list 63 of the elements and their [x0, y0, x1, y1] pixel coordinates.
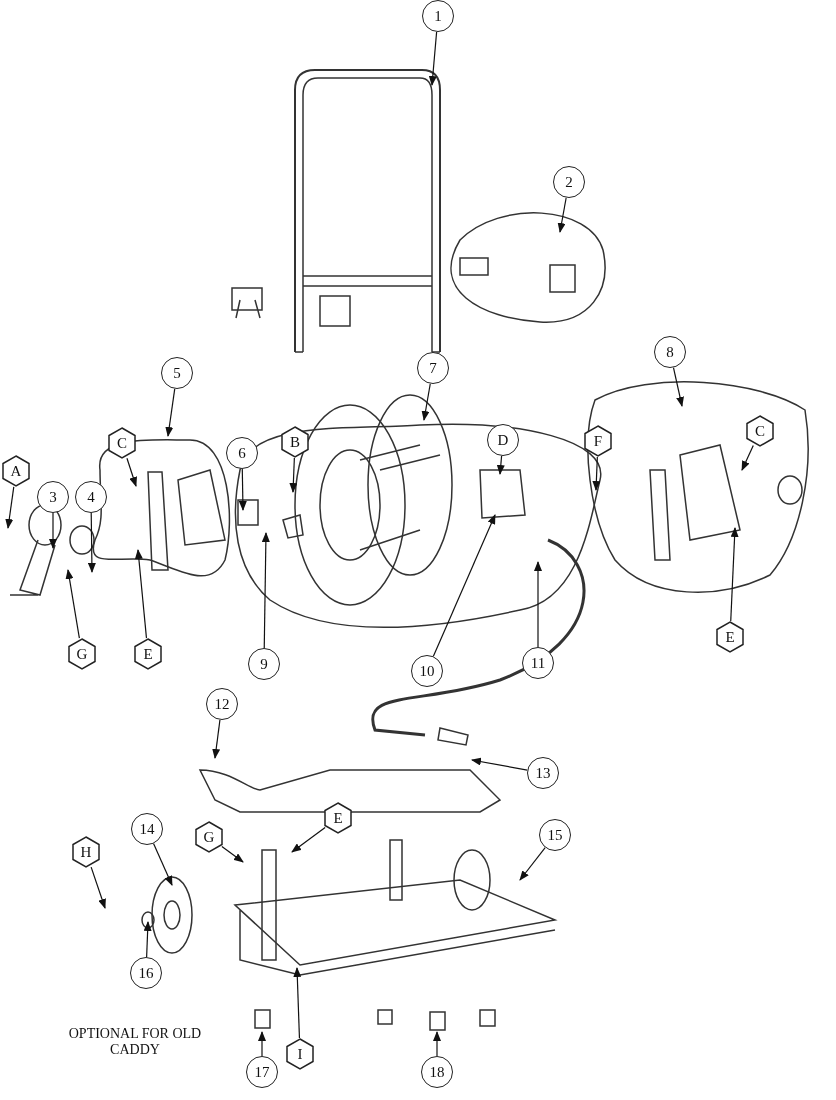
callout-number: 18	[421, 1056, 453, 1088]
leader-line	[49, 512, 57, 549]
hexagon-callout: E	[132, 638, 164, 670]
leader-line	[152, 843, 173, 886]
hexagon-callout: F	[582, 425, 614, 457]
callout-number: 4	[75, 481, 107, 513]
hexagon-callout: G	[66, 638, 98, 670]
callout-number: 9	[248, 648, 280, 680]
hexagon-callout: I	[284, 1038, 316, 1070]
hexagon-callout: A	[0, 455, 32, 487]
leader-line	[126, 457, 137, 487]
note-text: OPTIONAL FOR OLD CADDY	[67, 1026, 203, 1059]
callout-number: 2	[553, 166, 585, 198]
leader-line	[65, 569, 80, 639]
callout-number: 11	[522, 647, 554, 679]
callout-number: D	[487, 424, 519, 456]
callout-number: 8	[654, 336, 686, 368]
callout-number: 14	[131, 813, 163, 845]
leader-line	[221, 845, 244, 863]
leader-line	[519, 847, 546, 881]
leader-line	[238, 468, 247, 511]
leader-line	[87, 512, 96, 573]
leader-line	[289, 457, 298, 493]
leader-line	[421, 383, 431, 421]
leader-line	[672, 367, 684, 407]
leader-line	[143, 921, 152, 958]
callout-number: 10	[411, 655, 443, 687]
leader-line	[258, 1031, 266, 1057]
leader-line	[165, 388, 176, 437]
leader-line	[90, 866, 106, 909]
leader-line	[5, 486, 15, 529]
leader-line	[433, 1031, 441, 1057]
leader-line	[496, 455, 505, 475]
hexagon-callout: G	[193, 821, 225, 853]
hexagon-callout: B	[279, 426, 311, 458]
leader-line	[212, 719, 221, 759]
leader-line	[293, 967, 302, 1039]
callout-number: 6	[226, 437, 258, 469]
callout-number: 1	[422, 0, 454, 32]
hexagon-callout: E	[714, 621, 746, 653]
leader-line	[261, 532, 270, 649]
leader-line	[291, 826, 326, 853]
leader-line	[134, 549, 148, 639]
callout-number: 3	[37, 481, 69, 513]
leader-line	[534, 561, 542, 648]
leader-line	[741, 444, 754, 471]
hexagon-callout: C	[106, 427, 138, 459]
callout-number: 15	[539, 819, 571, 851]
hexagon-callout: E	[322, 802, 354, 834]
callout-number: 16	[130, 957, 162, 989]
callout-number: 13	[527, 757, 559, 789]
leader-line	[557, 197, 567, 233]
leader-line	[592, 456, 601, 491]
callout-number: 5	[161, 357, 193, 389]
hexagon-callout: C	[744, 415, 776, 447]
callout-number: 12	[206, 688, 238, 720]
hexagon-callout: H	[70, 836, 102, 868]
callout-number: 7	[417, 352, 449, 384]
leader-line	[428, 31, 438, 86]
leader-line	[432, 514, 496, 657]
callout-number: 17	[246, 1056, 278, 1088]
leader-line	[730, 527, 739, 622]
leader-line	[471, 757, 528, 771]
